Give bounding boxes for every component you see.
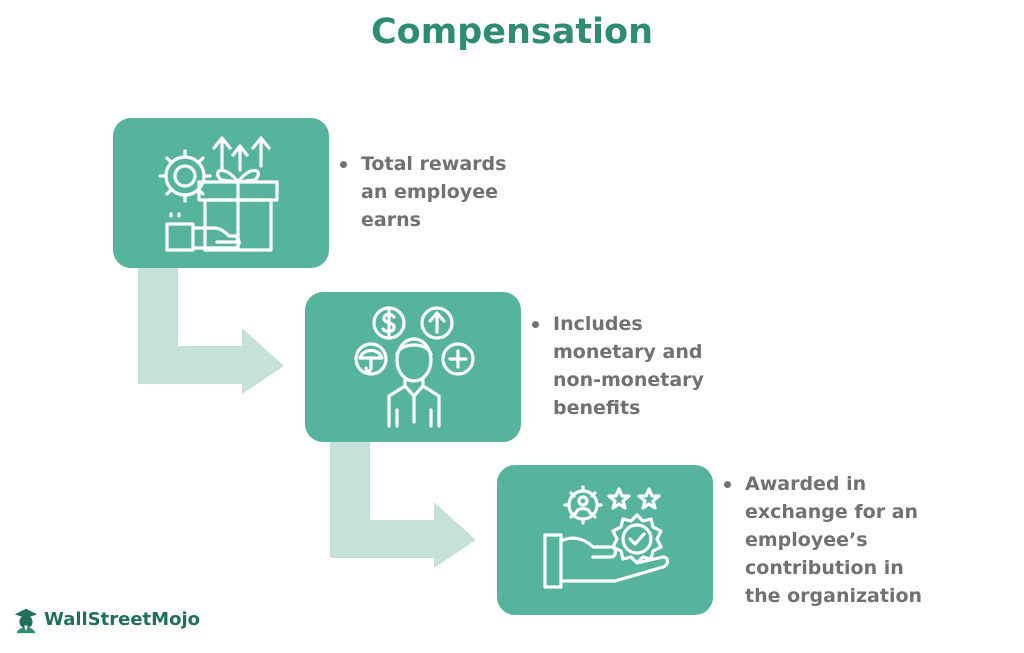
page-title: Compensation [370,12,654,52]
logo-text: WallStreetMojo [44,609,200,630]
step-box-1 [113,118,329,268]
connector-arrow-2 [330,442,476,568]
bullet-dot [724,481,731,488]
step-2-line-2: monetary and [553,341,703,363]
hand-award-icon [543,485,670,589]
step-1-line-2: an employee [361,181,498,203]
step-3-line-2: exchange for an [745,501,919,523]
step-box-2 [305,292,521,442]
step-3-text: Awarded in exchange for an employee’s co… [724,470,923,610]
employee-benefits-icon [354,306,475,428]
connector-arrow-1 [138,268,284,394]
step-1-line-1: Total rewards [361,153,507,175]
bullet-dot [532,321,539,328]
step-2-line-1: Includes [553,313,643,335]
step-2-line-3: non-monetary [553,369,704,391]
step-box-3 [497,465,713,615]
gift-growth-icon [158,136,279,252]
wallstreetmojo-logo-icon [14,608,38,634]
bullet-dot [340,161,347,168]
step-3-line-3: employee’s [745,529,868,551]
step-3-line-1: Awarded in [745,473,867,495]
step-3-line-4: contribution in [745,557,904,579]
step-2-line-4: benefits [553,397,641,419]
step-1-text: Total rewards an employee earns [340,150,507,234]
step-1-line-3: earns [361,209,421,231]
step-2-text: Includes monetary and non-monetary benef… [532,310,704,422]
step-3-line-5: the organization [745,585,923,607]
